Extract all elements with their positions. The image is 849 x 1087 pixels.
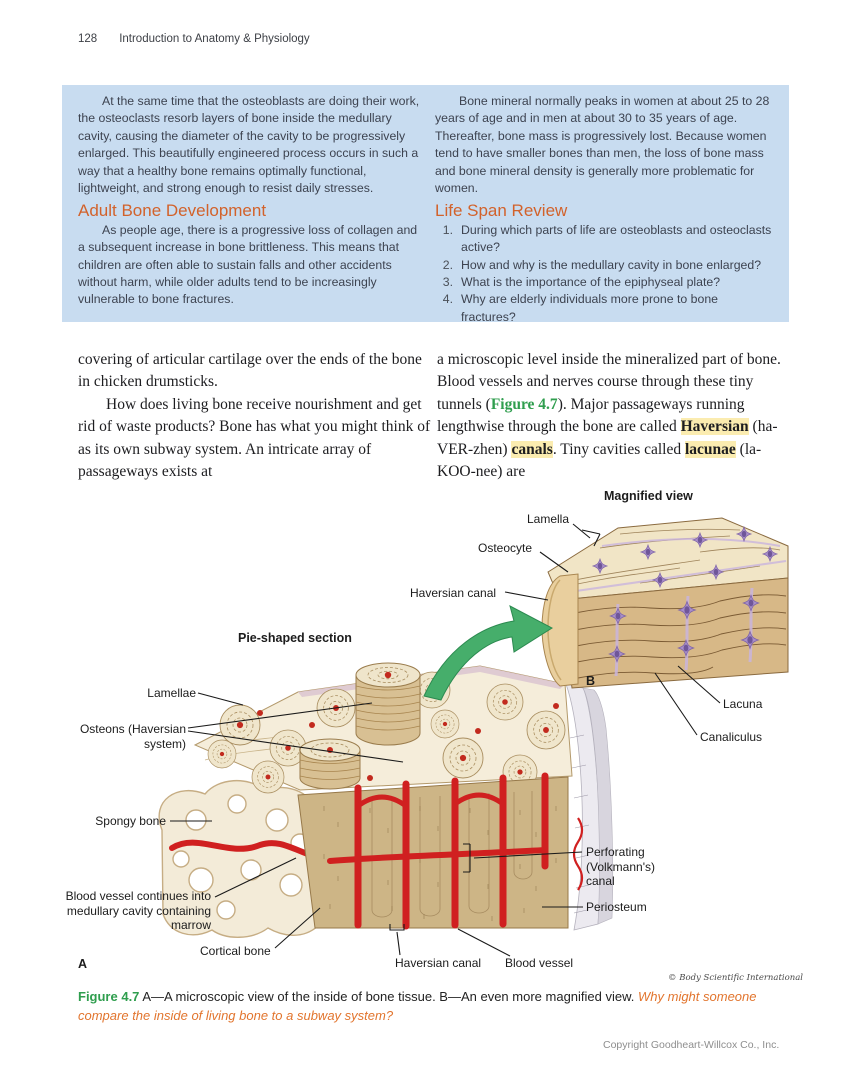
label-canaliculus: Canaliculus bbox=[700, 730, 763, 744]
label-blood-vessel-bottom: Blood vessel bbox=[505, 956, 574, 970]
body-paragraph: a microscopic level inside the mineraliz… bbox=[437, 351, 781, 481]
page-number: 128 bbox=[78, 33, 98, 45]
body-text-left-column: covering of articular cartilage over the… bbox=[78, 349, 434, 483]
body-paragraph: How does living bone receive nourishment… bbox=[78, 395, 431, 481]
label-pie-shaped-section: Pie-shaped section bbox=[238, 631, 352, 645]
running-head: 128 Introduction to Anatomy & Physiology bbox=[78, 33, 310, 45]
magnified-block-art bbox=[541, 517, 789, 689]
label-osteocyte: Osteocyte bbox=[478, 541, 533, 555]
osteon-cylinders-art bbox=[299, 662, 421, 790]
review-question: 1. During which parts of life are osteob… bbox=[442, 222, 772, 255]
figure-reference: Figure 4.7 bbox=[490, 395, 558, 413]
review-box-left-column: At the same time that the osteoblasts ar… bbox=[78, 93, 424, 309]
review-paragraph: As people age, there is a progressive lo… bbox=[78, 222, 418, 307]
cortical-front-face-art bbox=[297, 772, 569, 930]
label-magnified-view: Magnified view bbox=[604, 489, 693, 503]
leader-lines bbox=[170, 523, 721, 957]
review-question: 3. What is the importance of the epiphys… bbox=[442, 275, 721, 290]
label-perforating-canal: Perforating (Volkmann's) canal bbox=[586, 845, 655, 888]
label-haversian-canal-bottom: Haversian canal bbox=[395, 956, 482, 970]
key-term: canals bbox=[511, 440, 553, 458]
magnify-arrow-icon bbox=[423, 605, 554, 701]
label-haversian-canal-top: Haversian canal bbox=[410, 586, 497, 600]
section-heading-adult-bone-development: Adult Bone Development bbox=[78, 201, 267, 221]
key-term: lacunae bbox=[684, 440, 736, 458]
label-lamellae: Lamellae bbox=[147, 686, 196, 700]
label-a: A bbox=[78, 957, 88, 971]
section-heading-life-span-review: Life Span Review bbox=[435, 201, 568, 221]
caption-text: A—A microscopic view of the inside of bo… bbox=[139, 989, 638, 1004]
body-paragraph: covering of articular cartilage over the… bbox=[78, 351, 422, 391]
bone-illustration bbox=[158, 517, 789, 957]
key-term: Haversian bbox=[680, 418, 749, 436]
copyright-footer: Copyright Goodheart-Willcox Co., Inc. bbox=[603, 1039, 780, 1051]
blood-vessels-art bbox=[327, 772, 549, 930]
review-question: 4. Why are elderly individuals more pron… bbox=[442, 292, 719, 324]
review-box-right-column: Bone mineral normally peaks in women at … bbox=[435, 93, 775, 326]
caption-figure-number: Figure 4.7 bbox=[78, 989, 140, 1004]
label-blood-vessel-continues: Blood vessel continues into medullary ca… bbox=[65, 889, 211, 932]
figure-credit: © Body Scientific International bbox=[668, 973, 803, 983]
body-text-right-column: a microscopic level inside the mineraliz… bbox=[437, 349, 793, 483]
figure-caption: Figure 4.7 A—A microscopic view of the i… bbox=[78, 988, 794, 1025]
review-paragraph: Bone mineral normally peaks in women at … bbox=[435, 94, 770, 196]
label-lamella: Lamella bbox=[527, 512, 570, 526]
review-question: 2. How and why is the medullary cavity i… bbox=[442, 257, 762, 272]
label-periosteum: Periosteum bbox=[586, 900, 647, 914]
label-osteons: Osteons (Haversian system) bbox=[79, 722, 186, 751]
review-box: At the same time that the osteoblasts ar… bbox=[62, 85, 789, 324]
label-lacuna: Lacuna bbox=[723, 697, 763, 711]
running-title: Introduction to Anatomy & Physiology bbox=[119, 33, 310, 45]
label-spongy-bone: Spongy bone bbox=[95, 814, 166, 828]
label-b: B bbox=[586, 674, 596, 688]
caption-question: Why might someone compare the inside of … bbox=[78, 989, 757, 1023]
periosteum-art bbox=[565, 683, 614, 931]
label-cortical-bone: Cortical bone bbox=[200, 944, 271, 958]
review-paragraph: At the same time that the osteoblasts ar… bbox=[78, 94, 420, 196]
